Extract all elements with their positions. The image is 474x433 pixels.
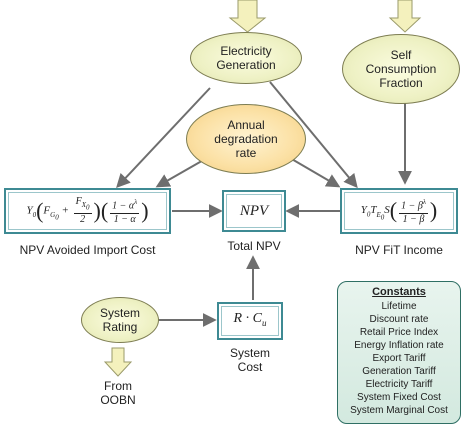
node-degradation-rate: Annual degradation rate <box>186 104 306 174</box>
node-self-consumption-label: Self Consumption Fraction <box>365 48 437 90</box>
constant-item: Export Tariff <box>372 353 426 364</box>
constant-item: System Fixed Cost <box>357 392 441 403</box>
label-avoided-import-cost: NPV Avoided Import Cost <box>19 243 156 257</box>
constant-item: System Marginal Cost <box>350 405 448 416</box>
arrow-elec-to-fit <box>269 81 358 189</box>
label-fit-income: NPV FiT Income <box>355 243 443 257</box>
node-system-rating-label: System Rating <box>99 306 140 334</box>
box-npv: NPV <box>222 190 286 232</box>
block-arrow-electricity <box>228 0 267 33</box>
node-system-rating: System Rating <box>81 297 159 343</box>
node-degradation-rate-label: Annual degradation rate <box>214 118 278 160</box>
npv-formula: NPV <box>239 203 269 219</box>
arrow-degradation-to-avoided <box>155 157 208 188</box>
constant-item: Discount rate <box>369 314 429 325</box>
constant-item: Energy Inflation rate <box>354 340 444 351</box>
constants-title: Constants <box>372 286 426 298</box>
block-arrow-oobn <box>103 347 133 377</box>
constant-item: Retail Price Index <box>359 327 439 338</box>
block-arrow-selfconsumption <box>388 0 422 33</box>
node-electricity-generation-label: Electricity Generation <box>216 44 276 72</box>
label-from-oobn: From OOBN <box>100 379 136 407</box>
node-self-consumption: Self Consumption Fraction <box>342 34 460 104</box>
constants-panel: Constants Lifetime Discount rate Retail … <box>337 281 461 424</box>
constant-item: Generation Tariff <box>362 366 436 377</box>
arrow-degradation-to-fit <box>289 157 341 188</box>
constant-item: Electricity Tariff <box>365 379 433 390</box>
system-cost-formula: R · Cu <box>233 311 267 328</box>
constant-item: Lifetime <box>381 301 417 312</box>
label-system-cost: System Cost <box>229 346 270 374</box>
arrow-elec-to-avoided <box>116 87 211 189</box>
box-system-cost-equation: R · Cu <box>217 302 283 340</box>
label-total-npv: Total NPV <box>227 239 281 253</box>
node-electricity-generation: Electricity Generation <box>190 32 302 84</box>
